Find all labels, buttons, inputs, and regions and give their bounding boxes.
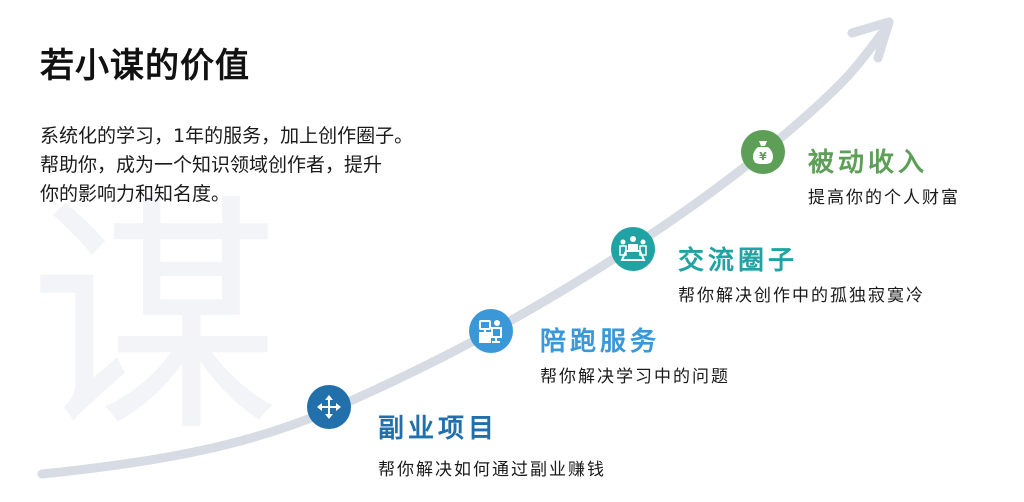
milestone-description: 帮你解决学习中的问题 [540, 367, 730, 387]
tutor-desk-icon [469, 309, 513, 353]
milestone-title: 被动收入 [808, 148, 929, 178]
milestone-description: 提高你的个人财富 [808, 188, 960, 208]
svg-text:¥: ¥ [759, 150, 767, 163]
milestone-description: 帮你解决如何通过副业赚钱 [378, 460, 606, 480]
watermark-character: 谋 [30, 174, 280, 465]
milestone-title: 副业项目 [378, 414, 499, 444]
intro-line: 你的影响力和知名度。 [40, 183, 231, 205]
arrow-head-icon [847, 17, 894, 63]
intro-line: 系统化的学习，1年的服务，加上创作圈子。 [40, 125, 414, 147]
move-arrows-icon [307, 385, 351, 429]
meeting-group-icon [611, 227, 655, 271]
intro-paragraph: 系统化的学习，1年的服务，加上创作圈子。 帮助你，成为一个知识领域创作者，提升 … [40, 122, 413, 209]
milestone-description: 帮你解决创作中的孤独寂寞冷 [678, 286, 925, 306]
milestone-title: 交流圈子 [678, 246, 799, 276]
page-title: 若小谋的价值 [40, 46, 250, 86]
money-bag-icon: ¥ [741, 130, 785, 174]
intro-line: 帮助你，成为一个知识领域创作者，提升 [40, 154, 383, 176]
milestone-title: 陪跑服务 [540, 327, 661, 357]
